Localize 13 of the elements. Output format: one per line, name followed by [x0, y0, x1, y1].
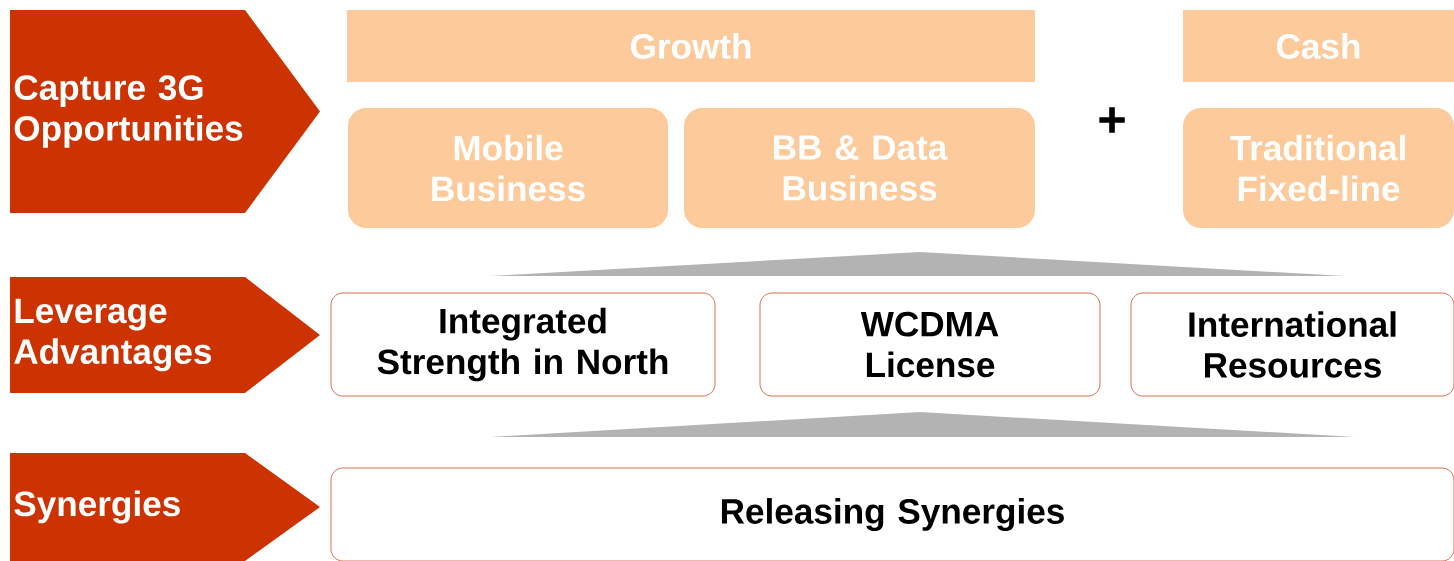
segment-box: BB & Data Business: [684, 108, 1036, 228]
advantage-box: Releasing Synergies: [330, 467, 1454, 561]
advantage-box: International Resources: [1130, 292, 1454, 397]
category-band: Growth: [347, 10, 1035, 82]
advantage-box: WCDMA License: [759, 292, 1101, 397]
plus-sign: +: [1099, 107, 1125, 133]
segment-box: Mobile Business: [348, 108, 668, 228]
advantage-box: Integrated Strength in North: [330, 292, 716, 397]
chevron-box: Capture 3G Opportunities: [10, 10, 320, 213]
chevron-box: Synergies: [10, 453, 320, 561]
chevron-box: Leverage Advantages: [10, 277, 320, 393]
category-band: Cash: [1183, 10, 1454, 82]
segment-box: Traditional Fixed-line: [1183, 108, 1454, 228]
